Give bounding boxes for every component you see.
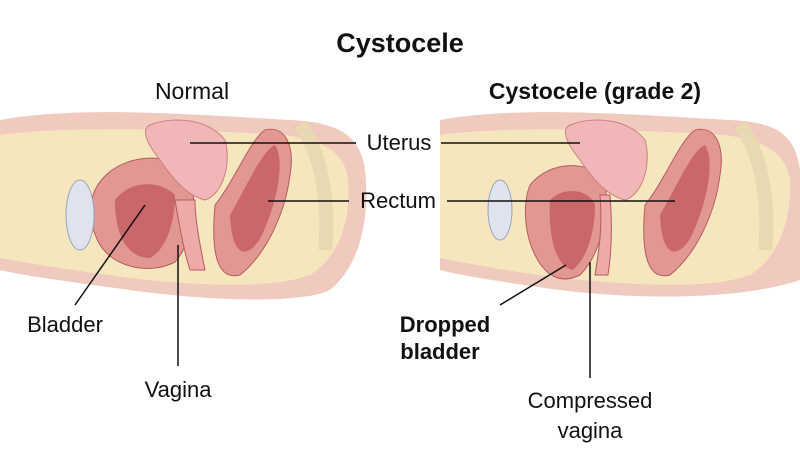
vagina-label: Vagina [144, 377, 212, 402]
uterus-label: Uterus [366, 130, 432, 155]
dropped-bladder-label-line1: Dropped [399, 312, 491, 337]
bladder-label: Bladder [27, 312, 103, 337]
compressed-vagina-label-line2: vagina [557, 418, 623, 443]
cystocele-heading: Cystocele (grade 2) [488, 78, 702, 104]
diagram-title: Cystocele [336, 28, 464, 58]
rectum-label: Rectum [360, 188, 436, 213]
compressed-vagina-label-line1: Compressed [527, 388, 653, 413]
cystocele-anatomy [440, 112, 800, 297]
leader-lines [74, 142, 675, 378]
normal-heading: Normal [154, 78, 230, 104]
normal-anatomy [0, 112, 367, 300]
dropped-bladder-label-line2: bladder [400, 339, 480, 364]
